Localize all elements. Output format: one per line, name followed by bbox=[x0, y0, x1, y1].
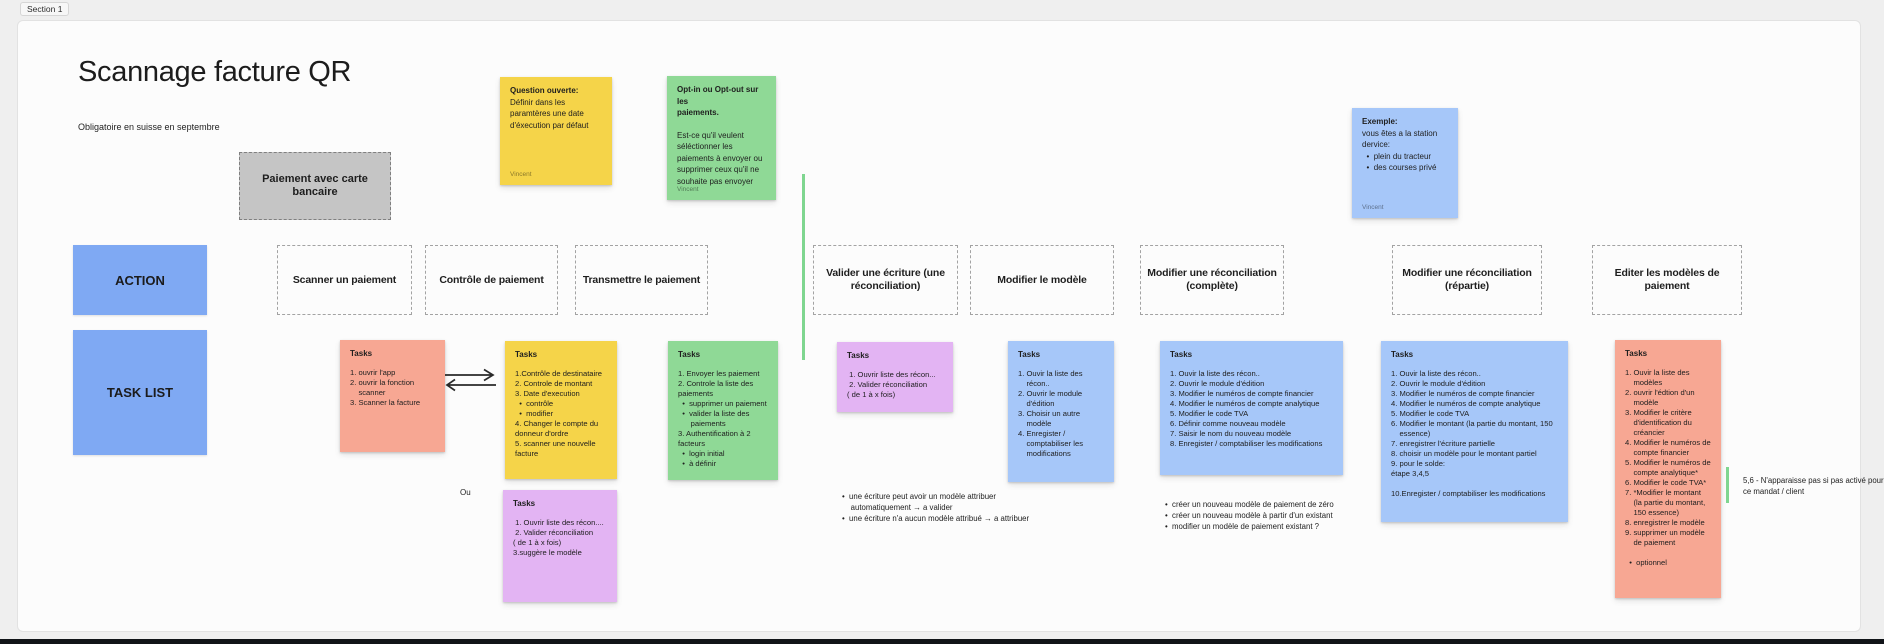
section-frame bbox=[17, 20, 1861, 632]
side-note-5-6[interactable]: 5,6 - N'apparaisse pas si pas activé pou… bbox=[1743, 476, 1884, 496]
sticky-title: Tasks bbox=[513, 499, 536, 508]
action-box-scanner-paiement[interactable]: Scanner un paiement bbox=[277, 245, 412, 315]
action-label: Modifier une réconciliation (complète) bbox=[1147, 267, 1277, 292]
annotation-lines: • une écriture peut avoir un modèle attr… bbox=[842, 492, 1030, 523]
row-label: TASK LIST bbox=[106, 385, 174, 400]
sticky-tasks-recon-repartie[interactable]: Tasks 1. Ouvir la liste des récon..2. Ou… bbox=[1381, 341, 1568, 522]
action-box-recon-repartie[interactable]: Modifier une réconciliation (répartie) bbox=[1392, 245, 1542, 315]
action-label: Editer les modèles de paiement bbox=[1614, 267, 1720, 292]
sticky-title: Tasks bbox=[678, 350, 701, 359]
shape-label: Paiement avec carte bancaire bbox=[262, 173, 368, 198]
sticky-title: Tasks bbox=[1018, 350, 1041, 359]
annotation-lines: • créer un nouveau modèle de paiement de… bbox=[1165, 500, 1334, 531]
sticky-tasks-recon-complete[interactable]: Tasks 1. Ouvir la liste des récon..2. Ou… bbox=[1160, 341, 1343, 475]
action-box-transmettre-paiement[interactable]: Transmettre le paiement bbox=[575, 245, 708, 315]
action-box-editer-modeles[interactable]: Editer les modèles de paiement bbox=[1592, 245, 1742, 315]
task-list: 1. Ouvir la liste des récon..2. Ouvrir l… bbox=[1170, 369, 1323, 448]
annotation-creer-modele[interactable]: • créer un nouveau modèle de paiement de… bbox=[1165, 500, 1395, 532]
sticky-title: Tasks bbox=[515, 350, 538, 359]
sticky-title: Opt-in ou Opt-out sur les paiements. bbox=[677, 85, 759, 117]
action-label: Valider une écriture (une réconciliation… bbox=[826, 267, 945, 292]
board-subtitle[interactable]: Obligatoire en suisse en septembre bbox=[78, 122, 220, 132]
sticky-author: Vincent bbox=[510, 171, 532, 178]
task-list: 1. Ouvrir liste des récon.... 2. Valider… bbox=[513, 518, 604, 557]
sticky-opt-in-opt-out[interactable]: Opt-in ou Opt-out sur les paiements. Est… bbox=[667, 76, 776, 200]
sticky-title: Tasks bbox=[1391, 350, 1414, 359]
shape-tasklist-row-label[interactable]: TASK LIST bbox=[73, 330, 207, 455]
action-box-recon-complete[interactable]: Modifier une réconciliation (complète) bbox=[1140, 245, 1284, 315]
action-label: Modifier une réconciliation (répartie) bbox=[1402, 267, 1532, 292]
ou-label[interactable]: Ou bbox=[460, 488, 471, 497]
window-bottom-edge bbox=[0, 639, 1884, 644]
action-label: Modifier le modèle bbox=[997, 273, 1087, 286]
row-label: ACTION bbox=[115, 272, 165, 288]
task-list: 1. Ouvir la liste des récon..2. Ouvrir l… bbox=[1391, 369, 1553, 498]
sticky-author: Vincent bbox=[1362, 204, 1384, 211]
task-list: 1. Ouvrir liste des récon... 2. Valider … bbox=[847, 370, 936, 399]
sticky-title: Exemple: bbox=[1362, 117, 1398, 126]
section-tab[interactable]: Section 1 bbox=[20, 2, 70, 16]
action-box-controle-paiement[interactable]: Contrôle de paiement bbox=[425, 245, 558, 315]
double-arrow-icon[interactable] bbox=[442, 366, 500, 394]
sticky-title: Tasks bbox=[1625, 349, 1648, 358]
annotation-ecriture-modele[interactable]: • une écriture peut avoir un modèle attr… bbox=[842, 492, 1072, 524]
task-list: 1. Ouvir la liste des récon..2. Ouvrir l… bbox=[1018, 369, 1083, 458]
action-label: Transmettre le paiement bbox=[582, 273, 701, 286]
sticky-title: Tasks bbox=[350, 349, 373, 358]
sticky-tasks-modifier-modele[interactable]: Tasks 1. Ouvir la liste des récon..2. Ou… bbox=[1008, 341, 1114, 482]
board-title[interactable]: Scannage facture QR bbox=[78, 56, 352, 88]
sticky-tasks-valider[interactable]: Tasks 1. Ouvrir liste des récon... 2. Va… bbox=[837, 342, 953, 412]
shape-paiement-carte-bancaire[interactable]: Paiement avec carte bancaire bbox=[239, 152, 391, 220]
action-box-valider-ecriture[interactable]: Valider une écriture (une réconciliation… bbox=[813, 245, 958, 315]
shape-action-row-label[interactable]: ACTION bbox=[73, 245, 207, 315]
sticky-title: Tasks bbox=[1170, 350, 1193, 359]
action-box-modifier-modele[interactable]: Modifier le modèle bbox=[970, 245, 1114, 315]
sticky-title: Tasks bbox=[847, 351, 870, 360]
sticky-author: Vincent bbox=[677, 186, 699, 193]
action-label: Scanner un paiement bbox=[292, 273, 397, 286]
sticky-tasks-suggere-modele[interactable]: Tasks 1. Ouvrir liste des récon.... 2. V… bbox=[503, 490, 617, 602]
connector-green-side[interactable] bbox=[1726, 467, 1729, 503]
action-label: Contrôle de paiement bbox=[439, 273, 544, 286]
sticky-title: Question ouverte: bbox=[510, 86, 579, 95]
connector-green-vertical[interactable] bbox=[802, 174, 805, 360]
